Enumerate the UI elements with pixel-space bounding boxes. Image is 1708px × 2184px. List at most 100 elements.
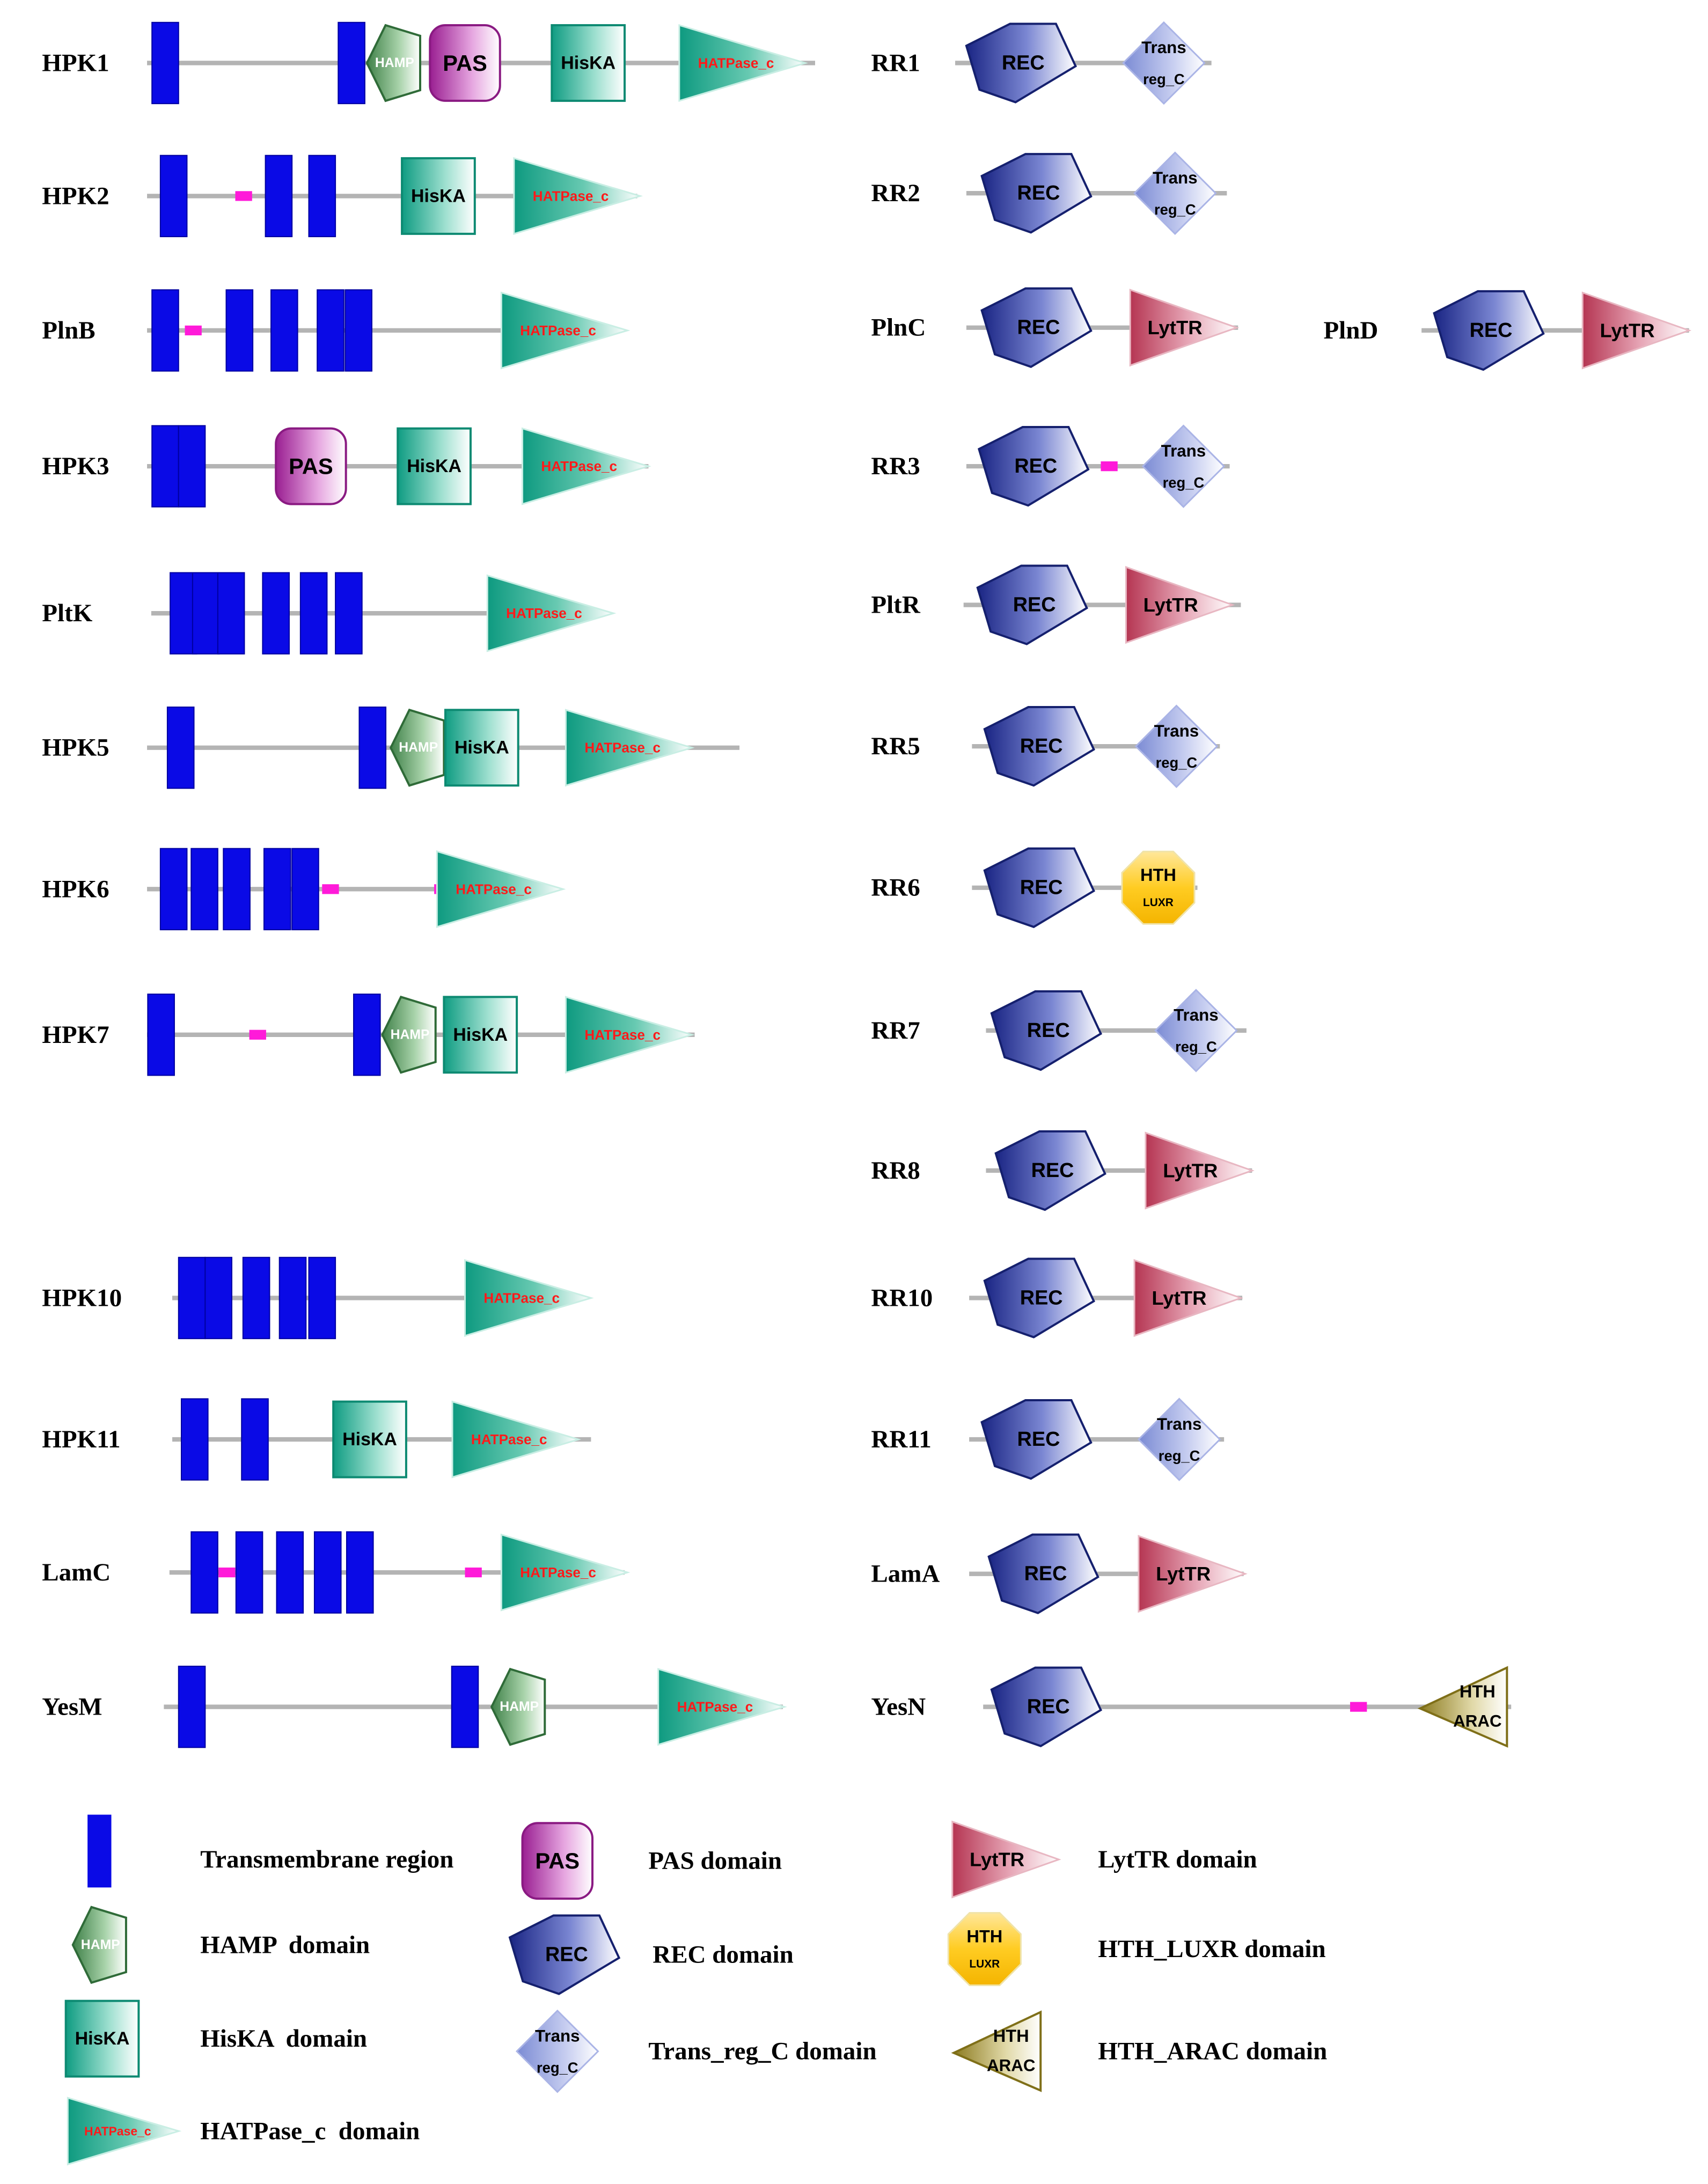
hiska-domain: HisKA: [397, 427, 472, 505]
rec-domain: REC: [994, 1130, 1106, 1211]
protein-name: PltK: [42, 599, 92, 627]
domain-label: ARAC: [1453, 1711, 1501, 1730]
domain-label: reg_C: [1163, 474, 1205, 491]
protein-name: HPK3: [42, 452, 109, 480]
transmembrane-segment: [235, 1531, 263, 1614]
transmembrane-segment: [147, 994, 175, 1076]
low-complexity-mark: [1350, 1702, 1367, 1712]
rec-domain: REC: [965, 23, 1077, 104]
protein-name: RR11: [871, 1425, 931, 1453]
legend-text: Transmembrane region: [200, 1845, 453, 1873]
transmembrane-segment: [335, 572, 363, 655]
transmembrane-segment: [159, 155, 188, 238]
protein-name: LamA: [871, 1560, 940, 1588]
transmembrane-segment: [299, 572, 328, 655]
domain-label: HATPase_c: [698, 55, 774, 71]
rec-domain: REC: [1433, 290, 1545, 371]
hiska-domain: HisKA: [443, 996, 518, 1074]
domain-label: reg_C: [1159, 1447, 1200, 1464]
domain-label: LUXR: [969, 1958, 1000, 1970]
legend-text: PAS domain: [648, 1847, 782, 1875]
hamp-domain: HAMP: [381, 995, 437, 1074]
protein-row-pltk: PltK HATPase_c: [42, 572, 617, 655]
domain-label: HATPase_c: [506, 605, 582, 621]
domain-label: HATPase_c: [456, 881, 532, 897]
transmembrane-segment: [451, 1665, 479, 1748]
protein-name: RR10: [871, 1284, 933, 1312]
domain-label: LytTR: [1148, 317, 1203, 339]
domain-label: LytTR: [1152, 1287, 1206, 1309]
transmembrane-segment: [291, 848, 319, 931]
protein-name: RR7: [871, 1017, 920, 1045]
protein-name: HPK6: [42, 875, 109, 903]
low-complexity-mark: [185, 325, 202, 336]
transmembrane-segment: [313, 1531, 342, 1614]
transmembrane-segment: [346, 1531, 374, 1614]
protein-name: HPK7: [42, 1021, 109, 1049]
domain-label: reg_C: [1143, 71, 1185, 87]
protein-name: PlnC: [871, 314, 926, 342]
domain-label: Trans: [1157, 1415, 1202, 1433]
protein-name: RR5: [871, 732, 920, 760]
protein-name: RR6: [871, 874, 920, 902]
hatpase-domain: HATPase_c: [678, 24, 808, 102]
transmembrane-segment: [178, 425, 206, 508]
lyttr-domain: LytTR: [1133, 1259, 1243, 1337]
domain-label: HTH: [966, 1926, 1002, 1946]
hamp-domain: HAMP: [490, 1667, 546, 1746]
transmembrane-segment: [308, 1256, 336, 1340]
rec-domain: REC: [980, 153, 1093, 234]
transmembrane-segment: [178, 1256, 206, 1340]
legend-text: Trans_reg_C domain: [648, 2038, 876, 2065]
domain-label: LytTR: [970, 1849, 1024, 1871]
rec-domain: REC: [977, 426, 1090, 507]
low-complexity-mark: [249, 1030, 266, 1040]
domain-label: HAMP: [375, 56, 414, 70]
legend-text: HTH_ARAC domain: [1098, 2038, 1327, 2065]
domain-label: LytTR: [1156, 1563, 1211, 1585]
lyttr-domain: LytTR: [1145, 1131, 1255, 1210]
transmembrane-segment: [204, 1256, 232, 1340]
protein-name: YesN: [871, 1693, 926, 1721]
transmembrane-segment: [151, 21, 179, 105]
domain-label: HATPase_c: [520, 322, 596, 339]
low-complexity-mark: [322, 884, 339, 894]
protein-name: HPK5: [42, 734, 109, 762]
domain-label: HisKA: [455, 738, 509, 758]
hatpase-domain: HATPase_c: [522, 427, 651, 505]
domain-label: reg_C: [537, 2059, 578, 2076]
transmembrane-segment: [308, 155, 336, 238]
lyttr-domain: LytTR: [1129, 289, 1240, 367]
domain-label: REC: [1024, 1563, 1067, 1585]
domain-label: HisKA: [411, 186, 466, 206]
domain-label: HTH: [993, 2026, 1029, 2046]
low-complexity-mark: [465, 1567, 482, 1578]
transmembrane-segment: [262, 572, 290, 655]
transmembrane-segment: [276, 1531, 304, 1614]
domain-label: REC: [1014, 455, 1057, 477]
transmembrane-segment: [190, 1531, 218, 1614]
rec-domain: REC: [983, 706, 1095, 787]
transmembrane-segment: [270, 289, 298, 372]
hatpase-domain: HATPase_c: [451, 1400, 582, 1479]
low-complexity-mark: [235, 191, 252, 201]
legend-text: HisKA domain: [200, 2025, 367, 2053]
